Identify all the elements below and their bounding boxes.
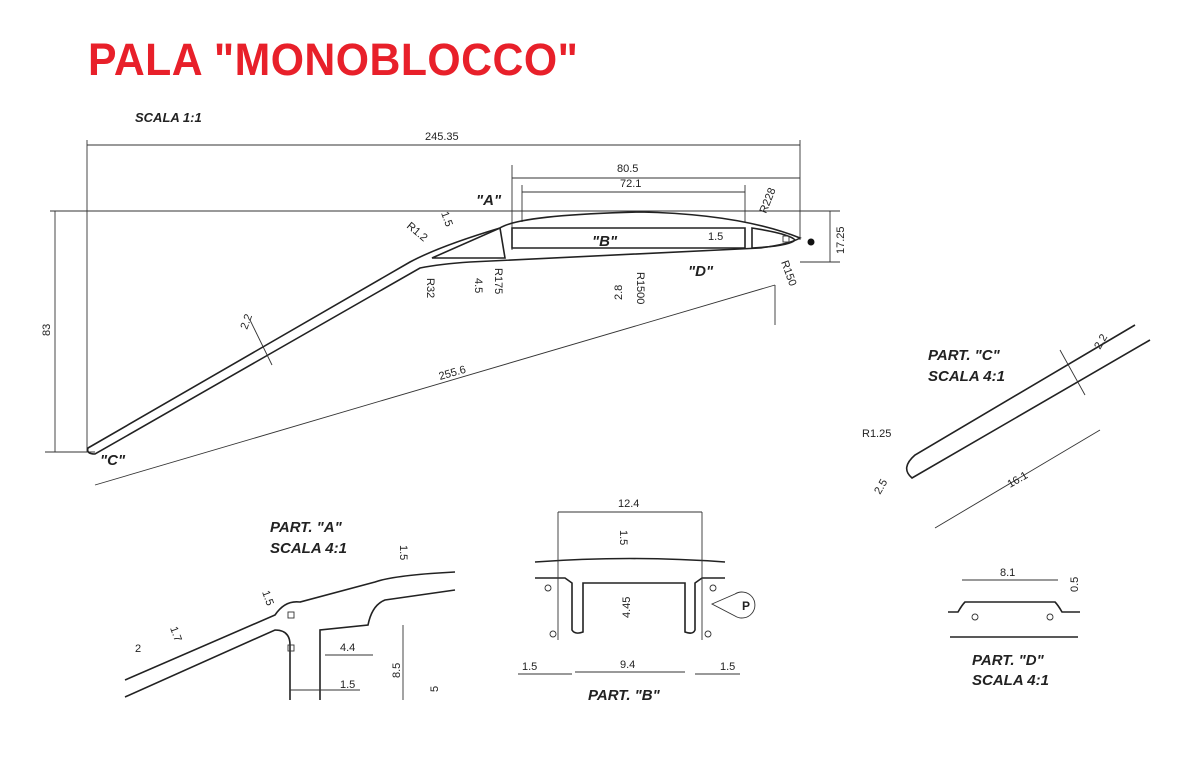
dim-t28: 2.8: [613, 285, 625, 300]
part-a-scale: SCALA 4:1: [270, 540, 347, 557]
part-a-detail: PART. "A" SCALA 4:1 1.5 1.5 1.7 2 4.4 1.…: [124, 519, 456, 700]
dim-t45: 4.5: [472, 278, 484, 293]
part-d-height: 0.5: [1069, 577, 1081, 592]
part-a-dim-e: 4.4: [340, 642, 355, 654]
dim-r175: R175: [492, 268, 504, 294]
part-b-left: 1.5: [522, 661, 537, 673]
part-c-length: 16.1: [1006, 469, 1031, 490]
part-a-dim-h: 5: [429, 686, 441, 692]
part-a-dim-b: 1.5: [259, 589, 276, 607]
dim-r32: R32: [424, 278, 436, 298]
label-c: "C": [100, 452, 126, 469]
dim-r12: R1.2: [404, 220, 430, 244]
label-a: "A": [476, 192, 502, 209]
part-d-detail: 8.1 0.5 PART. "D" SCALA 4:1: [948, 567, 1081, 689]
part-a-dim-d: 2: [135, 643, 141, 655]
part-c-detail: PART. "C" SCALA 4:1 2.2 R1.25 2.5 16.1: [862, 324, 1151, 529]
dim-height: 83: [41, 324, 53, 336]
part-b-marker: P: [742, 599, 750, 613]
dim-t15b: 1.5: [708, 231, 723, 243]
dim-overall-length: 245.35: [425, 131, 459, 143]
part-c-width: 2.5: [872, 477, 890, 496]
main-scale: SCALA 1:1: [135, 110, 202, 125]
part-c-radius: R1.25: [862, 428, 891, 440]
part-a-dim-g: 8.5: [391, 663, 403, 678]
part-b-width: 12.4: [618, 498, 639, 510]
part-c-scale: SCALA 4:1: [928, 368, 1005, 385]
label-b: "B": [592, 233, 618, 250]
main-view: SCALA 1:1 245.35 83 80.5 72.1 17.25 255.…: [41, 110, 847, 486]
part-a-dim-f: 1.5: [340, 679, 355, 691]
part-b-inner: 9.4: [620, 659, 635, 671]
dim-r150: R150: [778, 259, 798, 288]
dim-chord: 80.5: [617, 163, 638, 175]
dim-inner: 72.1: [620, 178, 641, 190]
part-b-thickness: 1.5: [617, 530, 629, 545]
part-b-height: 4.45: [621, 597, 633, 618]
pivot-point: [807, 238, 815, 246]
part-b-detail: 12.4 1.5 4.45 9.4 1.5 1.5 P PART. "B": [518, 498, 756, 704]
part-d-scale: SCALA 4:1: [972, 672, 1049, 689]
drawing-title: PALA "MONOBLOCCO": [88, 34, 579, 85]
dim-wall: 2.2: [239, 313, 256, 331]
part-d-width: 8.1: [1000, 567, 1015, 579]
part-a-dim-a: 1.5: [397, 545, 409, 560]
dim-r1500: R1500: [634, 272, 646, 304]
dim-thickness: 17.25: [835, 226, 847, 254]
part-b-right: 1.5: [720, 661, 735, 673]
label-d: "D": [688, 263, 714, 280]
dim-t15a: 1.5: [438, 210, 455, 228]
part-a-dim-c: 1.7: [167, 625, 184, 643]
part-c-title: PART. "C": [928, 347, 1001, 364]
part-b-title: PART. "B": [588, 687, 661, 704]
part-a-title: PART. "A": [270, 519, 343, 536]
part-d-title: PART. "D": [972, 652, 1045, 669]
